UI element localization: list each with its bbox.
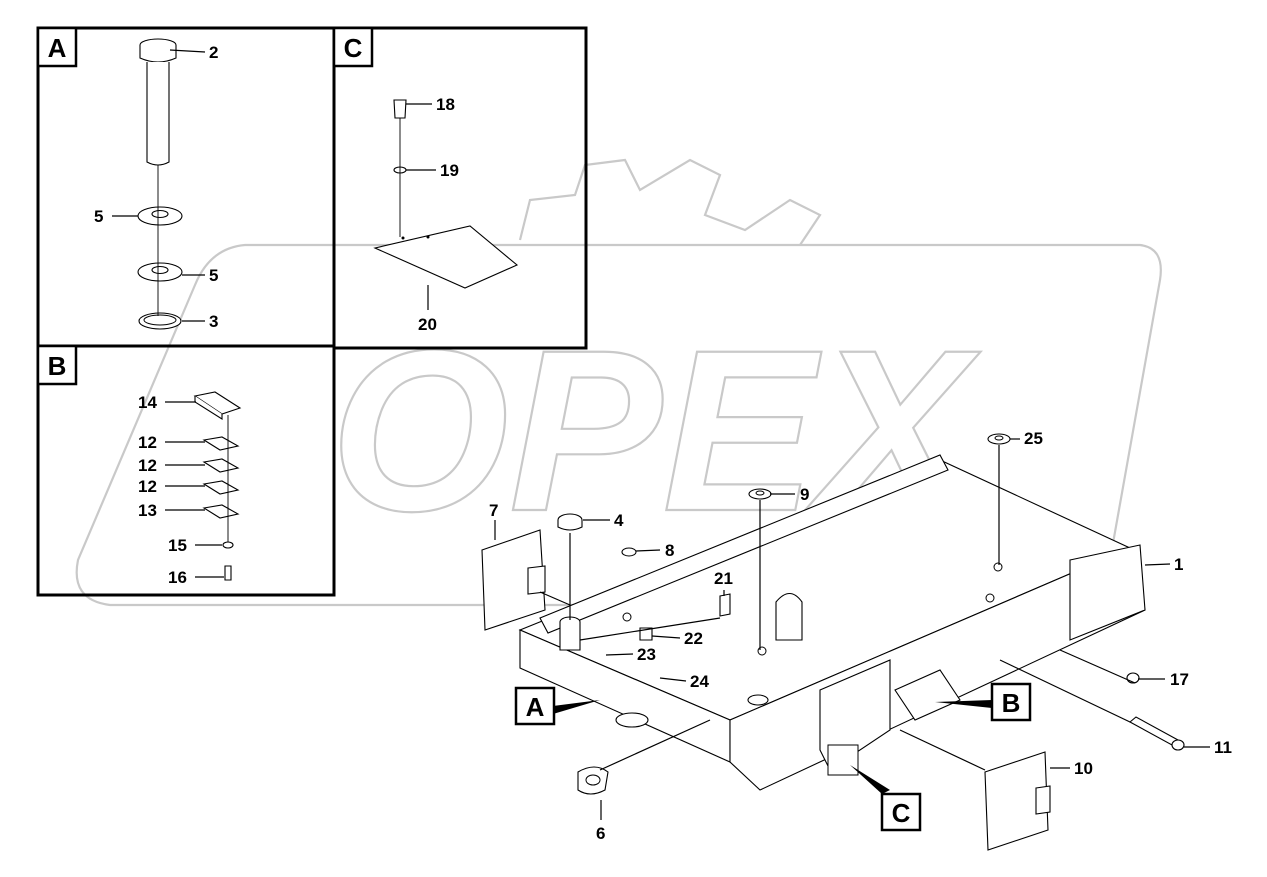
detail-tag-a: A: [48, 33, 67, 63]
small-caps: [557, 433, 1185, 751]
detail-box-c: C: [332, 26, 588, 350]
callout-22: 22: [684, 629, 703, 648]
callout-24: 24: [690, 672, 709, 691]
detail-tag-c: C: [344, 33, 363, 63]
callout-11: 11: [1214, 738, 1232, 757]
pointer-tag-a-label: A: [526, 692, 545, 722]
snap-ring-part: [138, 312, 182, 330]
pin-part: [139, 38, 177, 166]
pointer-tag-b-label: B: [1002, 688, 1021, 718]
callout-15: 15: [168, 536, 187, 555]
callout-21: 21: [714, 569, 733, 588]
side-cover-right: [984, 751, 1051, 851]
callout-7: 7: [489, 501, 498, 520]
pointer-tag-a: A: [514, 686, 600, 726]
callout-13: 13: [138, 501, 157, 520]
callout-20: 20: [418, 315, 437, 334]
callout-4: 4: [614, 511, 624, 530]
callout-18: 18: [436, 95, 455, 114]
callout-19: 19: [440, 161, 459, 180]
detail-tag-b: B: [48, 351, 67, 381]
pointer-tag-c: C: [850, 765, 922, 832]
main-frame: [518, 454, 1146, 791]
shim-stack: [193, 391, 242, 581]
leader-lines: [112, 49, 1210, 820]
callout-5: 5: [209, 266, 218, 285]
callout-1: 1: [1174, 555, 1183, 574]
callout-3: 3: [209, 312, 218, 331]
callout-16: 16: [168, 568, 187, 587]
callout-12: 12: [138, 456, 157, 475]
callout-12: 12: [138, 477, 157, 496]
callout-10: 10: [1074, 759, 1093, 778]
grommet-part: [577, 766, 609, 795]
callout-6: 6: [596, 824, 605, 843]
callout-23: 23: [637, 645, 656, 664]
detail-box-a: A: [36, 26, 336, 348]
detail-box-b: B: [36, 344, 336, 597]
callout-2: 2: [209, 43, 218, 62]
washer-part: [137, 206, 183, 282]
callout-9: 9: [800, 485, 809, 504]
callout-5: 5: [94, 207, 103, 226]
callout-8: 8: [665, 541, 674, 560]
callout-25: 25: [1024, 429, 1043, 448]
callout-14: 14: [138, 393, 157, 412]
side-cover-left: [481, 529, 546, 631]
callout-12: 12: [138, 433, 157, 452]
pointer-tag-b: B: [935, 682, 1032, 722]
pointer-tag-c-label: C: [892, 798, 911, 828]
callout-labels: 2 5 5 3 18 19 20 14 12 12 12 13 15 16 7 …: [94, 43, 1232, 843]
cover-plate-part: [373, 99, 519, 289]
callout-17: 17: [1170, 670, 1189, 689]
